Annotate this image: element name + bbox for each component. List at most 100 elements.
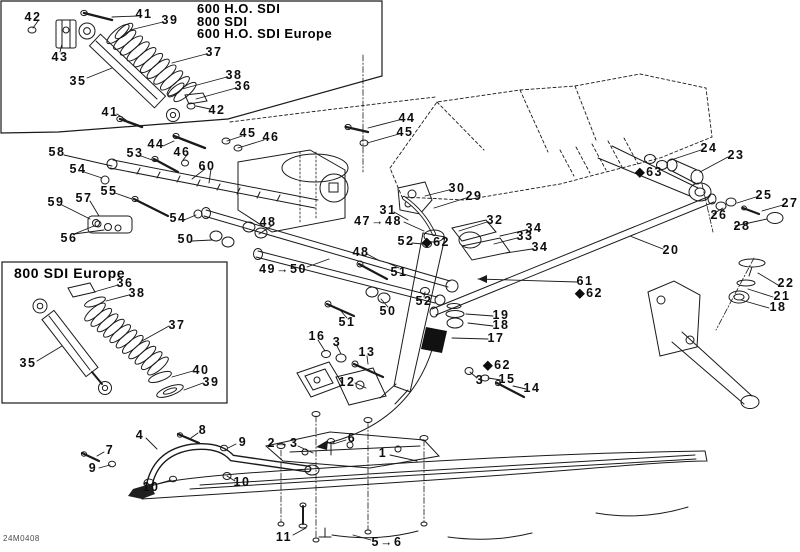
part-number-callout: 42 [24, 9, 42, 24]
part-number-callout: 52 [397, 233, 415, 248]
part-number-callout: 55 [100, 183, 118, 198]
part-number-callout: 10 [142, 479, 160, 494]
tie-rods [201, 207, 459, 306]
part-number-callout: 37 [168, 317, 186, 332]
part-number-callout: 32 [486, 212, 504, 227]
part-number-callout: 15 [498, 371, 516, 386]
inset-top-box [0, 0, 383, 134]
part-number-callout: 35 [69, 73, 87, 88]
ski [80, 411, 708, 543]
part-number-callout: 54 [169, 210, 187, 225]
part-number-callout: 53 [126, 145, 144, 160]
part-number-callout: 50 [177, 231, 195, 246]
steering-rod-20 [429, 193, 784, 318]
part-number-callout: 59 [47, 194, 65, 209]
model-title-line: 600 H.O. SDI [197, 1, 281, 16]
part-number-callout: 39 [161, 12, 179, 27]
part-number-callout: 3 [475, 372, 485, 387]
part-number-callout: 3 [332, 334, 342, 349]
right-ski-leg [647, 257, 766, 409]
inset-top-shock-absorber [27, 9, 208, 129]
part-number-callout: 41 [101, 104, 119, 119]
part-number-callout: 19 [492, 307, 510, 322]
part-number-callout: 10 [233, 474, 251, 489]
part-number-callout: 13 [358, 344, 376, 359]
part-number-callout: 12 [338, 374, 356, 389]
inset-model-title: 800 SDI Europe [14, 265, 126, 281]
part-number-callout: 39 [202, 374, 220, 389]
steering-rack [237, 54, 364, 233]
steering-arm [397, 181, 436, 236]
part-number-callout: 58 [48, 144, 66, 159]
part-number-callout: 34 [525, 220, 543, 235]
part-number-callout: 47→48 [354, 213, 402, 228]
part-number-callout: 45 [396, 124, 414, 139]
leader-lines [32, 15, 784, 541]
part-number-callout: ◆62 [574, 285, 604, 300]
part-number-callout: 9 [238, 434, 248, 449]
trailing-arm [597, 145, 714, 233]
inset-bottom-shock-absorber [32, 282, 184, 398]
part-number-callout: 7 [105, 442, 115, 457]
part-number-callout: 46 [173, 144, 191, 159]
part-number-callout: 46 [262, 129, 280, 144]
part-number-callout: 33 [516, 228, 534, 243]
part-number-callout: 22 [777, 275, 795, 290]
part-number-callout: 54 [69, 161, 87, 176]
part-number-callout: 49→50 [259, 261, 307, 276]
part-number-callout: 36 [116, 275, 134, 290]
part-number-callout: 18 [769, 299, 787, 314]
part-number-callout: 42 [208, 102, 226, 117]
part-number-callout: 1 [378, 445, 388, 460]
part-number-callout: 44 [147, 136, 165, 151]
part-number-callout: 44 [398, 110, 416, 125]
part-number-callout: 61 [576, 273, 594, 288]
part-number-callout: 56 [60, 230, 78, 245]
part-number-callout: 45 [239, 125, 257, 140]
part-number-callout: 18 [492, 317, 510, 332]
part-number-callout: 40 [192, 362, 210, 377]
part-number-callout: 60 [198, 158, 216, 173]
part-number-callout: 36 [234, 78, 252, 93]
chassis-frame-outline [229, 73, 713, 201]
part-number-callout: ◆62 [482, 357, 512, 372]
part-number-callout: 41 [135, 6, 153, 21]
part-number-callout: 28 [733, 218, 751, 233]
part-number-callout: 51 [338, 314, 356, 329]
swing-arm [87, 123, 370, 248]
inset-bottom-box [1, 261, 228, 404]
part-number-callout: 43 [51, 49, 69, 64]
part-number-callout: 23 [727, 147, 745, 162]
part-number-callout: 38 [225, 67, 243, 82]
part-number-callout: 26 [710, 207, 728, 222]
part-number-callout: 6 [347, 430, 357, 445]
part-number-callout: 17 [487, 330, 505, 345]
part-number-callout: 4 [135, 427, 145, 442]
part-number-callout: 31 [379, 202, 397, 217]
part-number-callout: 25 [755, 187, 773, 202]
part-number-callout: 29 [465, 188, 483, 203]
model-title-line: 600 H.O. SDI Europe [197, 26, 333, 41]
part-number-callout: 57 [75, 190, 93, 205]
part-number-callout: 34 [531, 239, 549, 254]
part-number-callout: ◆62 [421, 234, 451, 249]
part-number-callout: ◆63 [634, 164, 664, 179]
part-number-callout: 38 [128, 285, 146, 300]
model-title-line: 800 SDI [197, 13, 248, 29]
part-number-callout: 30 [448, 180, 466, 195]
part-number-callout: 21 [773, 288, 791, 303]
part-number-callout: 14 [523, 380, 541, 395]
part-number-callout: 2→3 [267, 435, 299, 450]
part-number-callout: 48 [259, 214, 277, 229]
part-number-callout: 9 [88, 460, 98, 475]
part-number-callout: 35 [19, 355, 37, 370]
part-number-callout: 51 [390, 264, 408, 279]
part-number-callout: 48 [352, 244, 370, 259]
model-title-block: 600 H.O. SDI 800 SDI 600 H.O. SDI Europe [197, 1, 333, 41]
ski-leg [296, 229, 526, 450]
part-number-callout: 8 [198, 422, 208, 437]
part-number-callout: 16 [308, 328, 326, 343]
part-number-callout: 50 [379, 303, 397, 318]
part-number-callout: 5→6 [371, 534, 403, 549]
